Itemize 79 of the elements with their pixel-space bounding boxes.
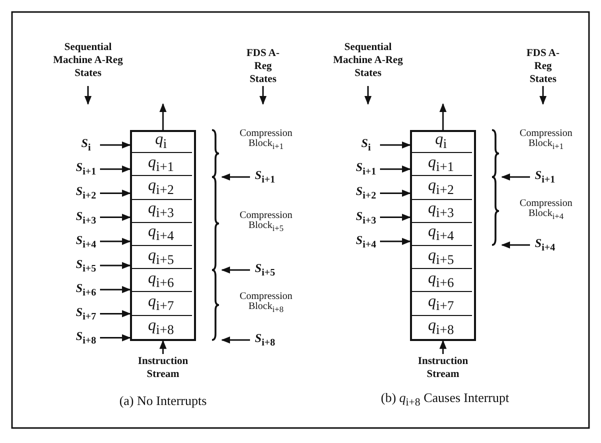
arrow xyxy=(221,336,250,344)
register-cell: q$_{i+3}$ xyxy=(130,200,192,223)
register-cell: q$_{i+8}$ xyxy=(410,316,472,339)
state-label: S$_{i+7}$ xyxy=(72,304,100,323)
arrow xyxy=(259,86,267,105)
register-cell: q$_{i+2}$ xyxy=(410,176,472,200)
arrow xyxy=(100,238,131,245)
register-cell: q$_{i+4}$ xyxy=(410,222,472,246)
state-label: S$_{i+2}$ xyxy=(352,184,380,202)
column-heading: FDS A-Reg States xyxy=(524,46,562,86)
arrow xyxy=(159,340,167,354)
register-cell: q$_{i+7}$ xyxy=(410,292,472,316)
arrow xyxy=(100,141,131,149)
arrow xyxy=(221,266,250,274)
register-cell: q$_{i+2}$ xyxy=(130,176,192,200)
state-label: S$_{i+6}$ xyxy=(72,280,100,299)
state-label: S$_{i+2}$ xyxy=(72,184,100,202)
arrow xyxy=(100,310,131,318)
arrow xyxy=(439,103,447,130)
arrow xyxy=(539,86,547,105)
input-label: Instruction Stream xyxy=(133,354,193,382)
register-cell: q$_{i+4}$ xyxy=(130,222,192,246)
state-label: S$_{i+1}$ xyxy=(72,160,100,178)
arrow xyxy=(221,173,250,181)
register-cell: q$_{i}$ xyxy=(410,130,472,154)
register-stack xyxy=(410,130,476,341)
arrow xyxy=(100,190,131,197)
panel-caption: (b) q$_{i+8}$ Causes Interrupt xyxy=(380,392,510,410)
state-label: S$_{i+4}$ xyxy=(352,232,380,250)
arrow xyxy=(84,86,92,105)
state-label: S$_{i+8}$ xyxy=(250,331,280,349)
state-label: S$_{i}$ xyxy=(352,136,380,154)
arrow xyxy=(100,166,131,173)
input-label: Instruction Stream xyxy=(413,354,473,382)
block-label: Compression Block$_{i+4}$ xyxy=(518,200,574,221)
state-label: S$_{i}$ xyxy=(72,136,100,154)
state-label: S$_{i+1}$ xyxy=(530,168,560,186)
arrow xyxy=(100,262,131,270)
state-label: S$_{i+1}$ xyxy=(352,160,380,178)
register-stack xyxy=(130,130,196,341)
register-cell: q$_{i+8}$ xyxy=(130,316,192,339)
register-cell: q$_{i+5}$ xyxy=(130,246,192,270)
panel-caption: (a) No Interrupts xyxy=(118,392,208,410)
register-cell: q$_{i+1}$ xyxy=(130,153,192,176)
register-cell: q$_{i+3}$ xyxy=(410,200,472,223)
arrow xyxy=(380,166,411,173)
arrow xyxy=(100,286,131,294)
state-label: S$_{i+3}$ xyxy=(72,208,100,226)
arrow xyxy=(380,214,411,221)
state-label: S$_{i+8}$ xyxy=(72,328,100,347)
register-cell: q$_{i+7}$ xyxy=(130,292,192,316)
state-label: S$_{i+4}$ xyxy=(72,232,100,250)
state-label: S$_{i+5}$ xyxy=(72,256,100,274)
state-label: S$_{i+4}$ xyxy=(530,236,560,254)
block-label: Compression Block$_{i+8}$ xyxy=(238,293,294,314)
arrow xyxy=(380,238,411,245)
arrow xyxy=(100,334,131,342)
register-cell: q$_{i}$ xyxy=(130,130,192,154)
arrow xyxy=(501,241,530,249)
block-label: Compression Block$_{i+1}$ xyxy=(238,130,294,151)
arrow xyxy=(501,173,530,181)
register-cell: q$_{i+6}$ xyxy=(410,269,472,292)
state-label: S$_{i+3}$ xyxy=(352,208,380,226)
register-cell: q$_{i+5}$ xyxy=(410,246,472,270)
arrow xyxy=(380,190,411,197)
register-cell: q$_{i+1}$ xyxy=(410,153,472,176)
block-label: Compression Block$_{i+5}$ xyxy=(238,212,294,233)
column-heading: FDS A-Reg States xyxy=(244,46,282,86)
column-heading: Sequential Machine A-Reg States xyxy=(44,34,132,86)
state-label: S$_{i+5}$ xyxy=(250,261,280,279)
arrow xyxy=(439,340,447,354)
arrow xyxy=(159,103,167,130)
arrow xyxy=(100,214,131,221)
block-label: Compression Block$_{i+1}$ xyxy=(518,130,574,151)
arrow xyxy=(380,141,411,149)
column-heading: Sequential Machine A-Reg States xyxy=(324,34,412,86)
register-cell: q$_{i+6}$ xyxy=(130,269,192,292)
state-label: S$_{i+1}$ xyxy=(250,168,280,186)
arrow xyxy=(364,86,372,105)
